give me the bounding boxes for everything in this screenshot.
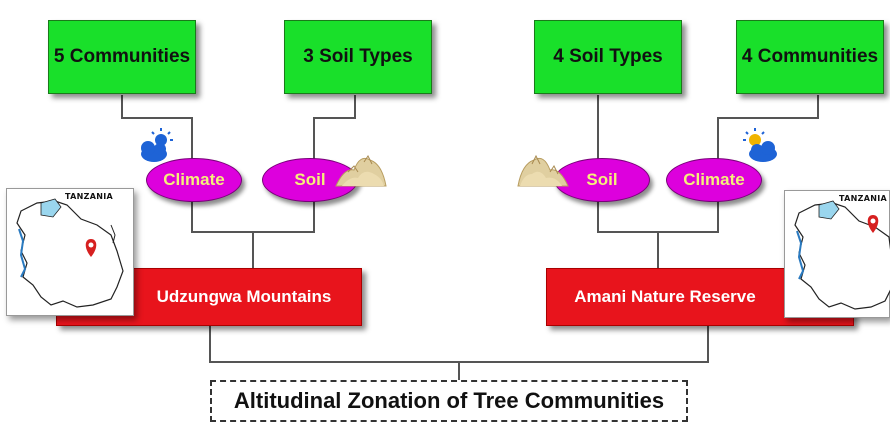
climate-oval-left: Climate xyxy=(146,158,242,202)
tanzania-map-left: TANZANIA xyxy=(6,188,134,316)
communities-box-right: 4 Communities xyxy=(736,20,884,94)
communities-label-left: 5 Communities xyxy=(53,46,191,67)
tanzania-map-right: TANZANIA xyxy=(784,190,890,318)
connector-sites-title xyxy=(209,326,709,363)
climate-label-left: Climate xyxy=(163,170,225,189)
site-label-left: Udzungwa Mountains xyxy=(156,287,332,306)
soil-label-right: Soil xyxy=(586,170,618,189)
weather-cloud-sun-icon-right xyxy=(743,128,777,162)
communities-label-right: 4 Communities xyxy=(741,46,879,67)
connector-soiltypes-soil-left xyxy=(313,95,356,160)
tanzania-outline-icon-right xyxy=(794,200,890,310)
soil-types-label-left: 3 Soil Types xyxy=(303,46,413,67)
connector-communities-climate-right xyxy=(717,95,819,160)
weather-cloud-sun-icon-left xyxy=(141,128,173,162)
soil-oval-left: Soil xyxy=(262,158,358,202)
soil-types-label-right: 4 Soil Types xyxy=(553,46,663,67)
climate-oval-right: Climate xyxy=(666,158,762,202)
tanzania-outline-icon-left xyxy=(16,198,124,308)
communities-box-left: 5 Communities xyxy=(48,20,196,94)
soil-types-box-left: 3 Soil Types xyxy=(284,20,432,94)
connector-ovals-site-left xyxy=(191,200,315,233)
connector-communities-climate-left xyxy=(121,95,193,160)
soil-label-left: Soil xyxy=(294,170,326,189)
map-label-left: TANZANIA xyxy=(65,192,113,201)
soil-types-box-right: 4 Soil Types xyxy=(534,20,682,94)
site-label-right: Amani Nature Reserve xyxy=(574,287,756,306)
soil-pile-icon-right xyxy=(517,154,569,187)
map-label-right: TANZANIA xyxy=(839,194,887,203)
climate-label-right: Climate xyxy=(683,170,745,189)
diagram-title: Altitudinal Zonation of Tree Communities xyxy=(210,380,688,422)
connector-ovals-site-right xyxy=(597,200,719,233)
diagram-title-text: Altitudinal Zonation of Tree Communities xyxy=(233,388,665,413)
soil-pile-icon-left xyxy=(335,155,387,187)
